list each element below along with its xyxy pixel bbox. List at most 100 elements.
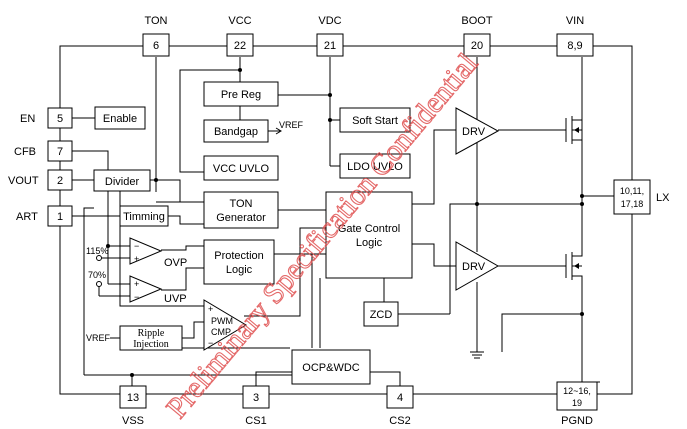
ton-generator-block: TON Generator [203,191,279,229]
pin-art: ART 1 [16,205,73,227]
pin-pgnd-number-line1: 12~16, [563,386,591,396]
pin-vss-number: 13 [127,392,139,404]
pin-cs1-number: 3 [253,392,259,404]
pin-cs2: 4 CS2 [386,385,414,427]
gate-control-label-line2: Logic [356,237,383,249]
pin-vcc-number: 22 [234,40,246,52]
enable-label: Enable [103,113,137,125]
high-side-driver-label: DRV [462,126,486,138]
bandgap-label: Bandgap [214,126,258,138]
svg-text:−: − [208,338,213,348]
pin-art-number: 1 [57,211,63,223]
protection-label-line1: Protection [214,250,264,262]
pin-vdc-name: VDC [318,15,341,27]
low-side-driver-label: DRV [462,261,486,273]
pin-lx-number-line1: 10,11, [620,186,644,196]
pwm-comparator: + − PWM CMP [203,299,247,351]
pin-cfb-name: CFB [14,146,36,158]
junction-dots [96,68,584,377]
high-side-mosfet-icon [565,112,583,150]
svg-text:+: + [134,279,139,289]
ripple-vref-label: VREF [86,333,111,343]
ovp-label: OVP [164,257,187,269]
uvp-comparator: + − 70% UVP [88,270,187,305]
pin-cfb: CFB 7 [14,140,73,162]
pin-vin: VIN 8,9 [556,15,594,57]
pin-ton: TON 6 [142,15,170,57]
pin-vin-number: 8,9 [567,40,582,52]
pwm-label-line1: PWM [211,316,233,326]
svg-text:+: + [134,254,139,264]
pin-vin-name: VIN [566,15,584,27]
svg-text:−: − [134,292,139,302]
pin-pgnd-number-line2: 19 [572,398,582,408]
zcd-block: ZCD [363,301,399,327]
pin-vout-number: 2 [57,175,63,187]
pin-vss-name: VSS [122,415,144,427]
protection-label-line2: Logic [226,264,253,276]
pin-en: EN 5 [20,107,73,129]
ocp-wdc-label: OCP&WDC [302,362,360,374]
pin-vcc-name: VCC [228,15,251,27]
pin-boot-number: 20 [471,40,483,52]
svg-text:−: − [134,241,139,251]
pin-pgnd: 12~16, 19 PGND [556,381,598,427]
ldo-uvlo-block: LDO UVLO [339,153,411,179]
pin-en-name: EN [20,113,35,125]
ocp-wdc-block: OCP&WDC [291,349,371,385]
ton-generator-label-line1: TON [229,198,252,210]
pre-reg-block: Pre Reg [203,81,279,107]
high-side-driver: DRV [455,107,500,155]
bandgap-block: Bandgap VREF [203,119,304,143]
ldo-uvlo-label: LDO UVLO [347,161,403,173]
uvp-threshold-label: 70% [88,270,106,280]
pre-reg-label: Pre Reg [221,89,261,101]
pin-cs1: 3 CS1 [242,385,270,427]
pin-pgnd-name: PGND [561,415,593,427]
soft-start-label: Soft Start [352,115,398,127]
pin-vss: 13 VSS [119,385,147,427]
pin-lx-name: LX [656,192,670,204]
ripple-injection-label-line1: Ripple [138,328,165,339]
divider-block: Divider [93,169,151,192]
svg-text:+: + [208,304,213,314]
pin-cfb-number: 7 [57,146,63,158]
enable-block: Enable [94,106,146,130]
zcd-label: ZCD [370,309,393,321]
pin-cs2-number: 4 [397,392,403,404]
ripple-injection-label-line2: Injection [133,339,169,350]
bandgap-vref-label: VREF [279,120,304,130]
gate-control-logic-block: Gate Control Logic [325,191,413,279]
vcc-uvlo-block: VCC UVLO [203,155,279,181]
pin-en-number: 5 [57,113,63,125]
pin-vout-name: VOUT [8,175,39,187]
low-side-mosfet-icon [565,250,583,284]
ovp-comparator: − + 115% OVP [86,237,187,269]
ovp-threshold-label: 115% [86,246,108,256]
pin-vout: VOUT 2 [8,169,73,191]
gate-control-label-line1: Gate Control [338,223,400,235]
pin-lx-number-line2: 17,18 [621,199,644,209]
pin-boot-name: BOOT [461,15,492,27]
pin-boot: BOOT 20 [461,15,493,57]
vcc-uvlo-label: VCC UVLO [213,163,270,175]
pwm-label-line2: CMP [211,327,231,337]
pin-vdc: VDC 21 [316,15,344,57]
timming-block: Timming [119,205,169,227]
pin-cs2-name: CS2 [389,415,410,427]
pin-vcc: VCC 22 [226,15,254,57]
soft-start-block: Soft Start [339,107,411,133]
pin-ton-number: 6 [153,40,159,52]
ton-generator-label-line2: Generator [216,212,266,224]
uvp-label: UVP [164,293,187,305]
ripple-injection-block: Ripple Injection VREF [86,325,183,351]
pin-art-name: ART [16,211,38,223]
timming-label: Timming [123,211,165,223]
protection-logic-block: Protection Logic [203,239,275,285]
pin-cs1-name: CS1 [245,415,266,427]
pin-lx: 10,11, 17,18 LX [613,179,670,215]
pin-vdc-number: 21 [324,40,336,52]
pin-ton-name: TON [144,15,167,27]
